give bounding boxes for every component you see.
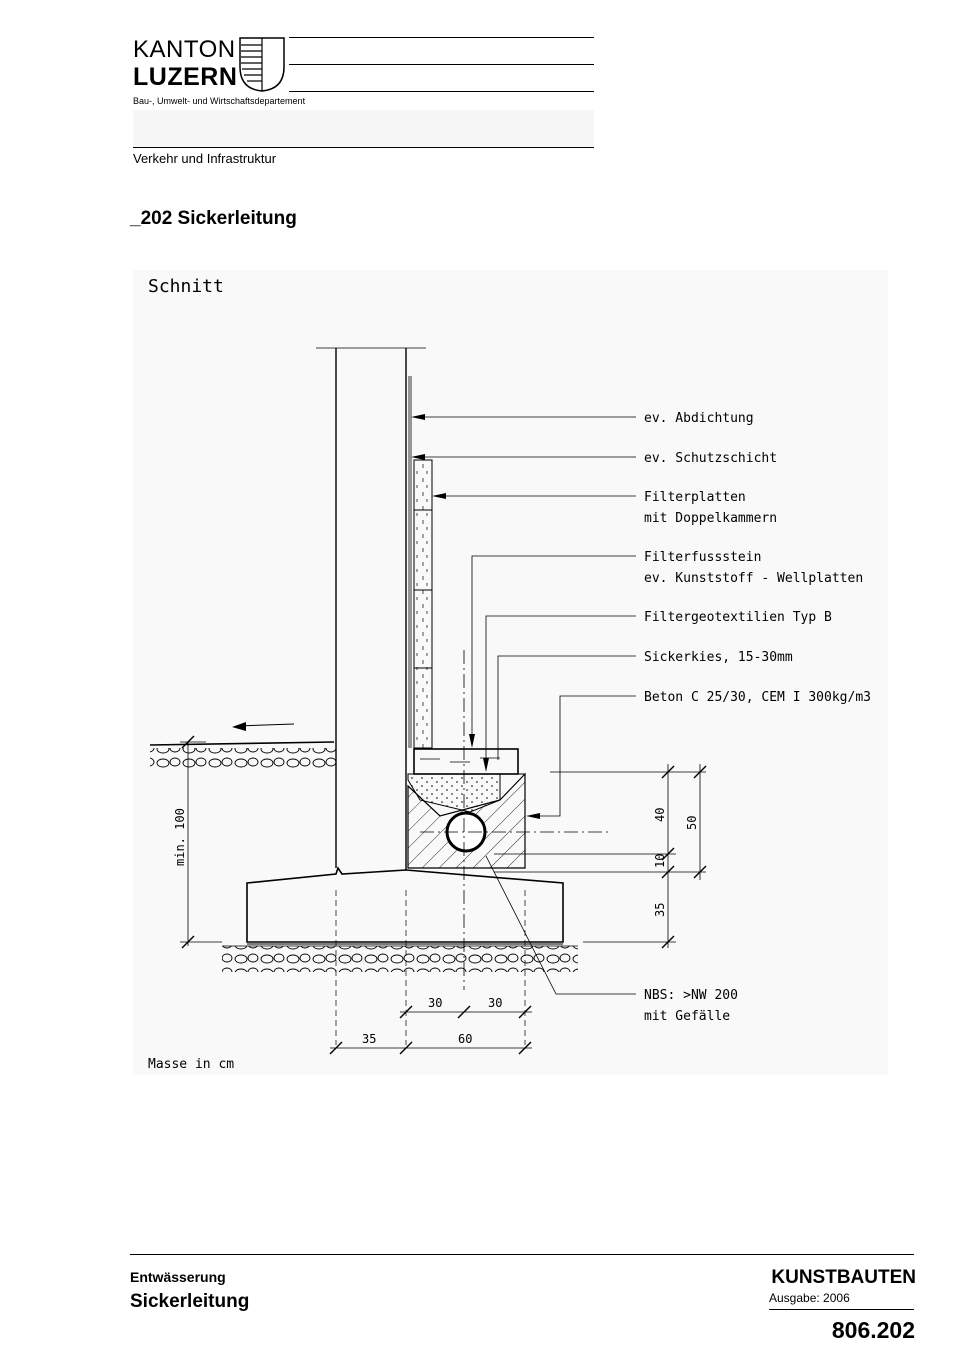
document-title: _202 Sickerleitung (130, 208, 297, 229)
footer-edition: Ausgabe: 2006 (769, 1291, 850, 1305)
header-rule (289, 64, 594, 65)
footer-document-name: Sickerleitung (130, 1291, 250, 1312)
header-rule (133, 147, 594, 148)
dimension-min-depth: min. 100 (173, 808, 187, 866)
department-name: Bau-, Umwelt- und Wirtschaftsdepartement (133, 96, 306, 106)
dimension-30-left: 30 (428, 996, 442, 1010)
label-schutzschicht: ev. Schutzschicht (644, 451, 777, 466)
dimension-50: 50 (685, 816, 699, 830)
header-band (133, 110, 594, 147)
label-filterplatten: Filterplatten (644, 490, 746, 505)
header-rule (289, 91, 594, 92)
label-abdichtung: ev. Abdichtung (644, 411, 754, 426)
footer-document-number: 806.202 (831, 1317, 915, 1343)
label-beton: Beton C 25/30, CEM I 300kg/m3 (644, 690, 871, 705)
label-filterfussstein: Filterfussstein (644, 550, 761, 565)
division-name: Verkehr und Infrastruktur (133, 151, 277, 166)
dimension-35-horizontal: 35 (362, 1032, 376, 1046)
units-note: Masse in cm (148, 1057, 234, 1072)
dimension-60: 60 (458, 1032, 472, 1046)
label-nbs: NBS: >NW 200 (644, 988, 738, 1003)
footer-rule-short (769, 1309, 914, 1310)
footer-rule (130, 1254, 914, 1255)
footer-section: KUNSTBAUTEN (771, 1267, 916, 1288)
header-rule (289, 37, 594, 38)
label-filtergeotextilien: Filtergeotextilien Typ B (644, 610, 832, 625)
footer-category: Entwässerung (130, 1269, 226, 1285)
dimension-30-right: 30 (488, 996, 502, 1010)
view-title: Schnitt (148, 276, 224, 297)
coat-of-arms-logo (239, 37, 285, 92)
label-wellplatten: ev. Kunststoff - Wellplatten (644, 571, 863, 586)
dimension-40: 40 (653, 808, 667, 822)
dimension-10: 10 (653, 854, 667, 868)
logo-kanton-text: KANTON (133, 36, 236, 63)
label-doppelkammern: mit Doppelkammern (644, 511, 777, 526)
label-gefaelle: mit Gefälle (644, 1009, 730, 1024)
label-sickerkies: Sickerkies, 15-30mm (644, 650, 793, 665)
logo-luzern-text: LUZERN (133, 63, 238, 91)
dimension-35-vertical: 35 (653, 903, 667, 917)
